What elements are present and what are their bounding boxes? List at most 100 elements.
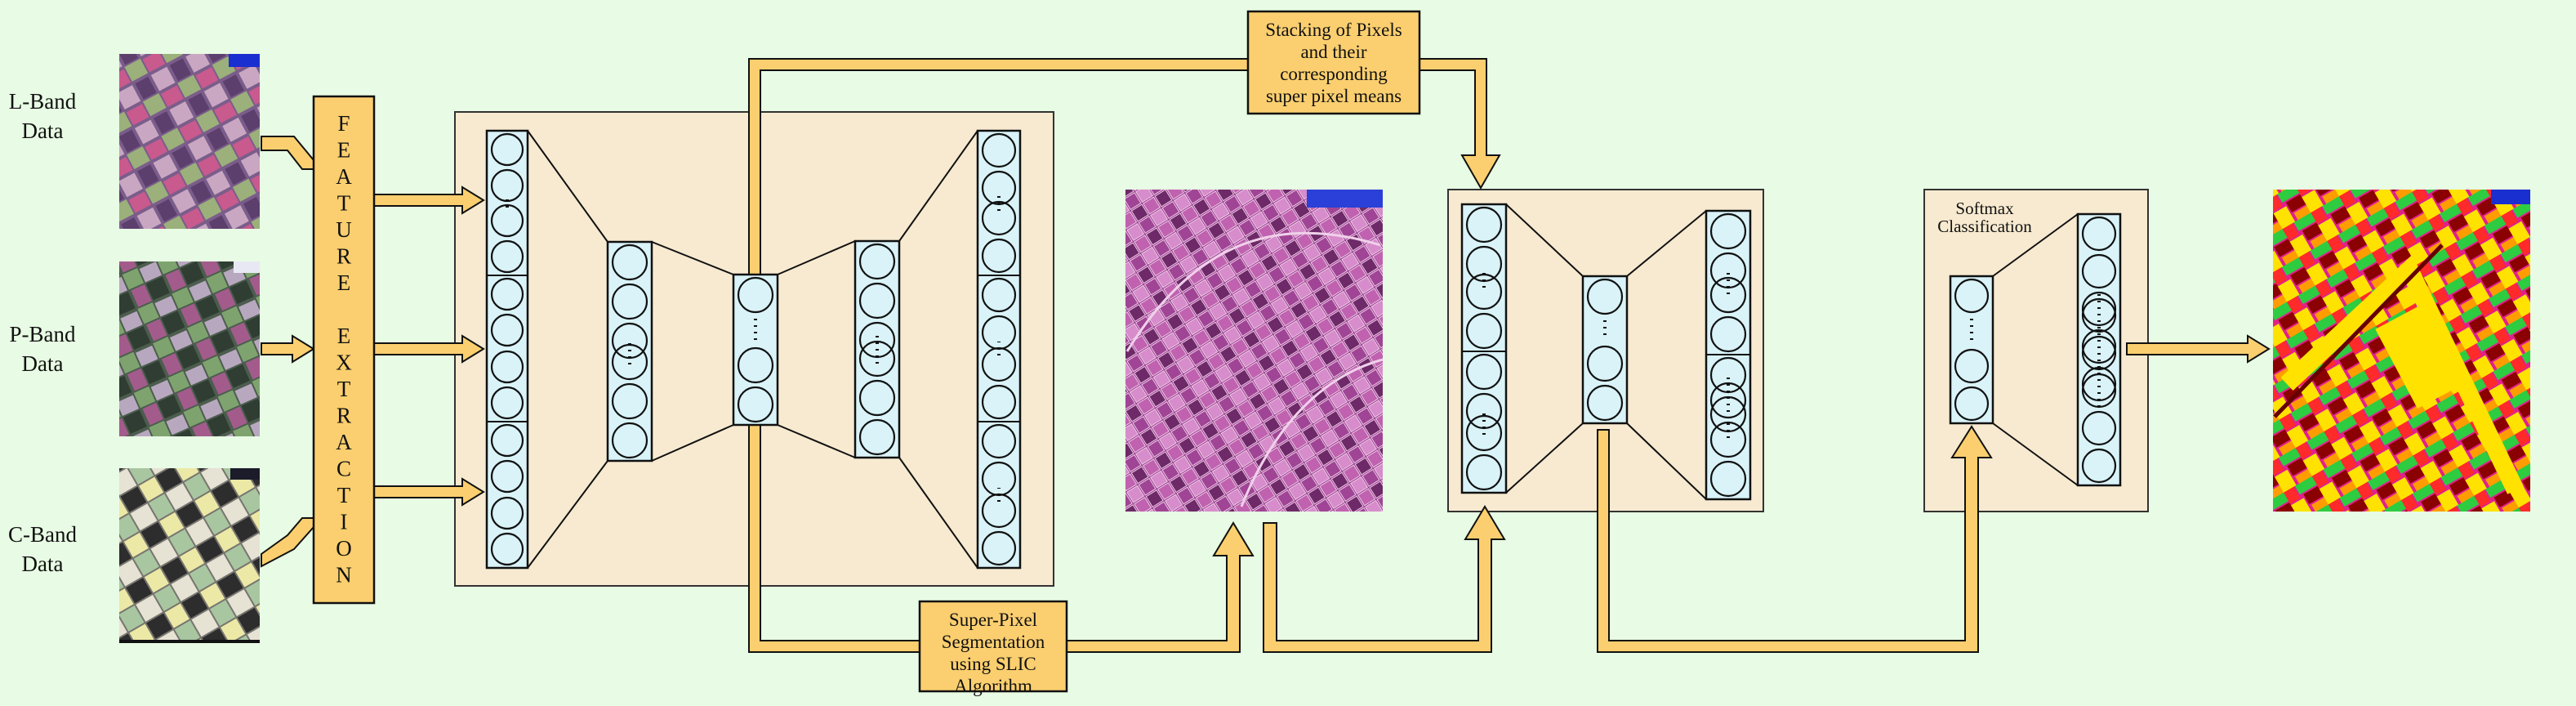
superpixel-callout-text-line: Algorithm (954, 676, 1032, 696)
stacking-callout-text-line: Stacking of Pixels (1265, 20, 1402, 40)
ae1-edge-3 (651, 424, 734, 462)
neuron (737, 346, 774, 384)
neuron (1709, 421, 1747, 458)
ae1-encoder-layer (606, 240, 653, 462)
neuron (981, 238, 1017, 274)
output-water (2491, 190, 2530, 204)
neuron (858, 379, 896, 417)
neuron (490, 239, 524, 274)
superpixel-to-segmented-arrow (1066, 521, 1255, 653)
feature-extraction-letter: A (336, 430, 352, 454)
p-band-image (119, 261, 260, 436)
neuron (490, 203, 524, 238)
ae1-bottleneck-layer-box (732, 273, 779, 427)
neuron (2081, 253, 2117, 289)
feature-extraction-letter: O (336, 536, 352, 561)
feature-extraction-letter: T (337, 377, 351, 401)
neuron (490, 386, 524, 420)
neuron (981, 384, 1017, 420)
feature-extraction-letter: X (336, 351, 352, 375)
neuron (737, 386, 774, 423)
neuron (858, 282, 896, 319)
ae2-output-layer (1705, 209, 1752, 501)
feature-extraction-letter: T (337, 483, 351, 507)
neuron (858, 340, 896, 378)
neuron (981, 277, 1017, 313)
superpixel-callout-text-line: using SLIC (950, 654, 1036, 674)
softmax-output-layer (2076, 212, 2122, 487)
p-band-label-line: Data (22, 351, 64, 376)
neuron (1709, 315, 1747, 353)
neuron (611, 422, 648, 459)
softmax-to-output-arrow (2126, 334, 2271, 364)
stacking-to-second-ae-arrow (1419, 58, 1501, 190)
neuron (1954, 386, 1990, 422)
c-band-label-line: Data (22, 552, 64, 576)
feature-extraction-letter: I (341, 510, 348, 534)
ae2-edge-2 (1626, 210, 1707, 277)
ae1-bottleneck-layer (732, 273, 779, 427)
neuron (737, 276, 774, 314)
neuron (981, 423, 1017, 459)
l-band-image-texture (119, 54, 260, 229)
neuron (1709, 276, 1747, 314)
segmented-to-second-ae-arrow (1263, 505, 1506, 653)
feature-extraction-letter: R (336, 404, 351, 428)
feature-extraction-letter: E (337, 270, 351, 295)
p-band-image-texture (119, 261, 260, 436)
neuron (1465, 414, 1503, 452)
stacking-callout-text-line: and their (1300, 42, 1366, 62)
neuron (2081, 335, 2117, 371)
neuron (1586, 278, 1624, 315)
neuron (858, 243, 896, 280)
output-field (2375, 302, 2468, 409)
neuron (611, 244, 648, 281)
feature-extraction-letter: E (337, 324, 351, 348)
feature-to-layer-top-arrow (373, 185, 485, 215)
neuron (1709, 460, 1747, 498)
ae2-edge-1 (1505, 422, 1584, 494)
ae1-input-layer (485, 129, 529, 570)
segmented-image (1125, 190, 1384, 512)
ae1-edge-7 (898, 457, 978, 569)
superpixel-callout-box (918, 600, 1068, 693)
softmax-label-line: Softmax (1955, 199, 2014, 218)
segmented-road (1125, 231, 1381, 352)
output-field-band (2280, 254, 2524, 494)
ae2-bottleneck-layer-box (1581, 275, 1629, 425)
feature-extraction-letter: T (337, 191, 351, 216)
c-band-image-texture (119, 468, 260, 643)
ae1-input-layer-box (485, 129, 529, 570)
feature-extraction-letter: N (336, 563, 352, 588)
neuron (2081, 328, 2117, 364)
segmented-image-texture (1125, 190, 1383, 512)
neuron (981, 132, 1017, 168)
neuron (981, 530, 1017, 566)
ae1-output-layer (976, 129, 1022, 570)
p-band-label-line: P-Band (10, 322, 77, 346)
ae1-edge-5 (777, 424, 856, 458)
neuron (1465, 454, 1503, 491)
ae2-input-layer (1460, 203, 1508, 494)
softmax-output-layer-box (2076, 212, 2122, 487)
ae1-edge-4 (777, 240, 856, 275)
neuron (2081, 448, 2117, 484)
feature-extraction-letter: C (336, 457, 351, 481)
neuron (2081, 216, 2117, 252)
l-band-water (229, 54, 260, 67)
softmax-edge-1 (1992, 422, 2079, 486)
neuron (1465, 353, 1503, 391)
softmax-input-layer (1949, 275, 1994, 425)
neuron (1954, 278, 1990, 314)
ae1-decoder-layer (853, 239, 901, 459)
stacking-callout-box (1246, 10, 1421, 115)
neuron (490, 277, 524, 311)
feature-extraction-letter: E (337, 138, 351, 163)
stacking-callout-text-line: corresponding (1280, 64, 1388, 84)
